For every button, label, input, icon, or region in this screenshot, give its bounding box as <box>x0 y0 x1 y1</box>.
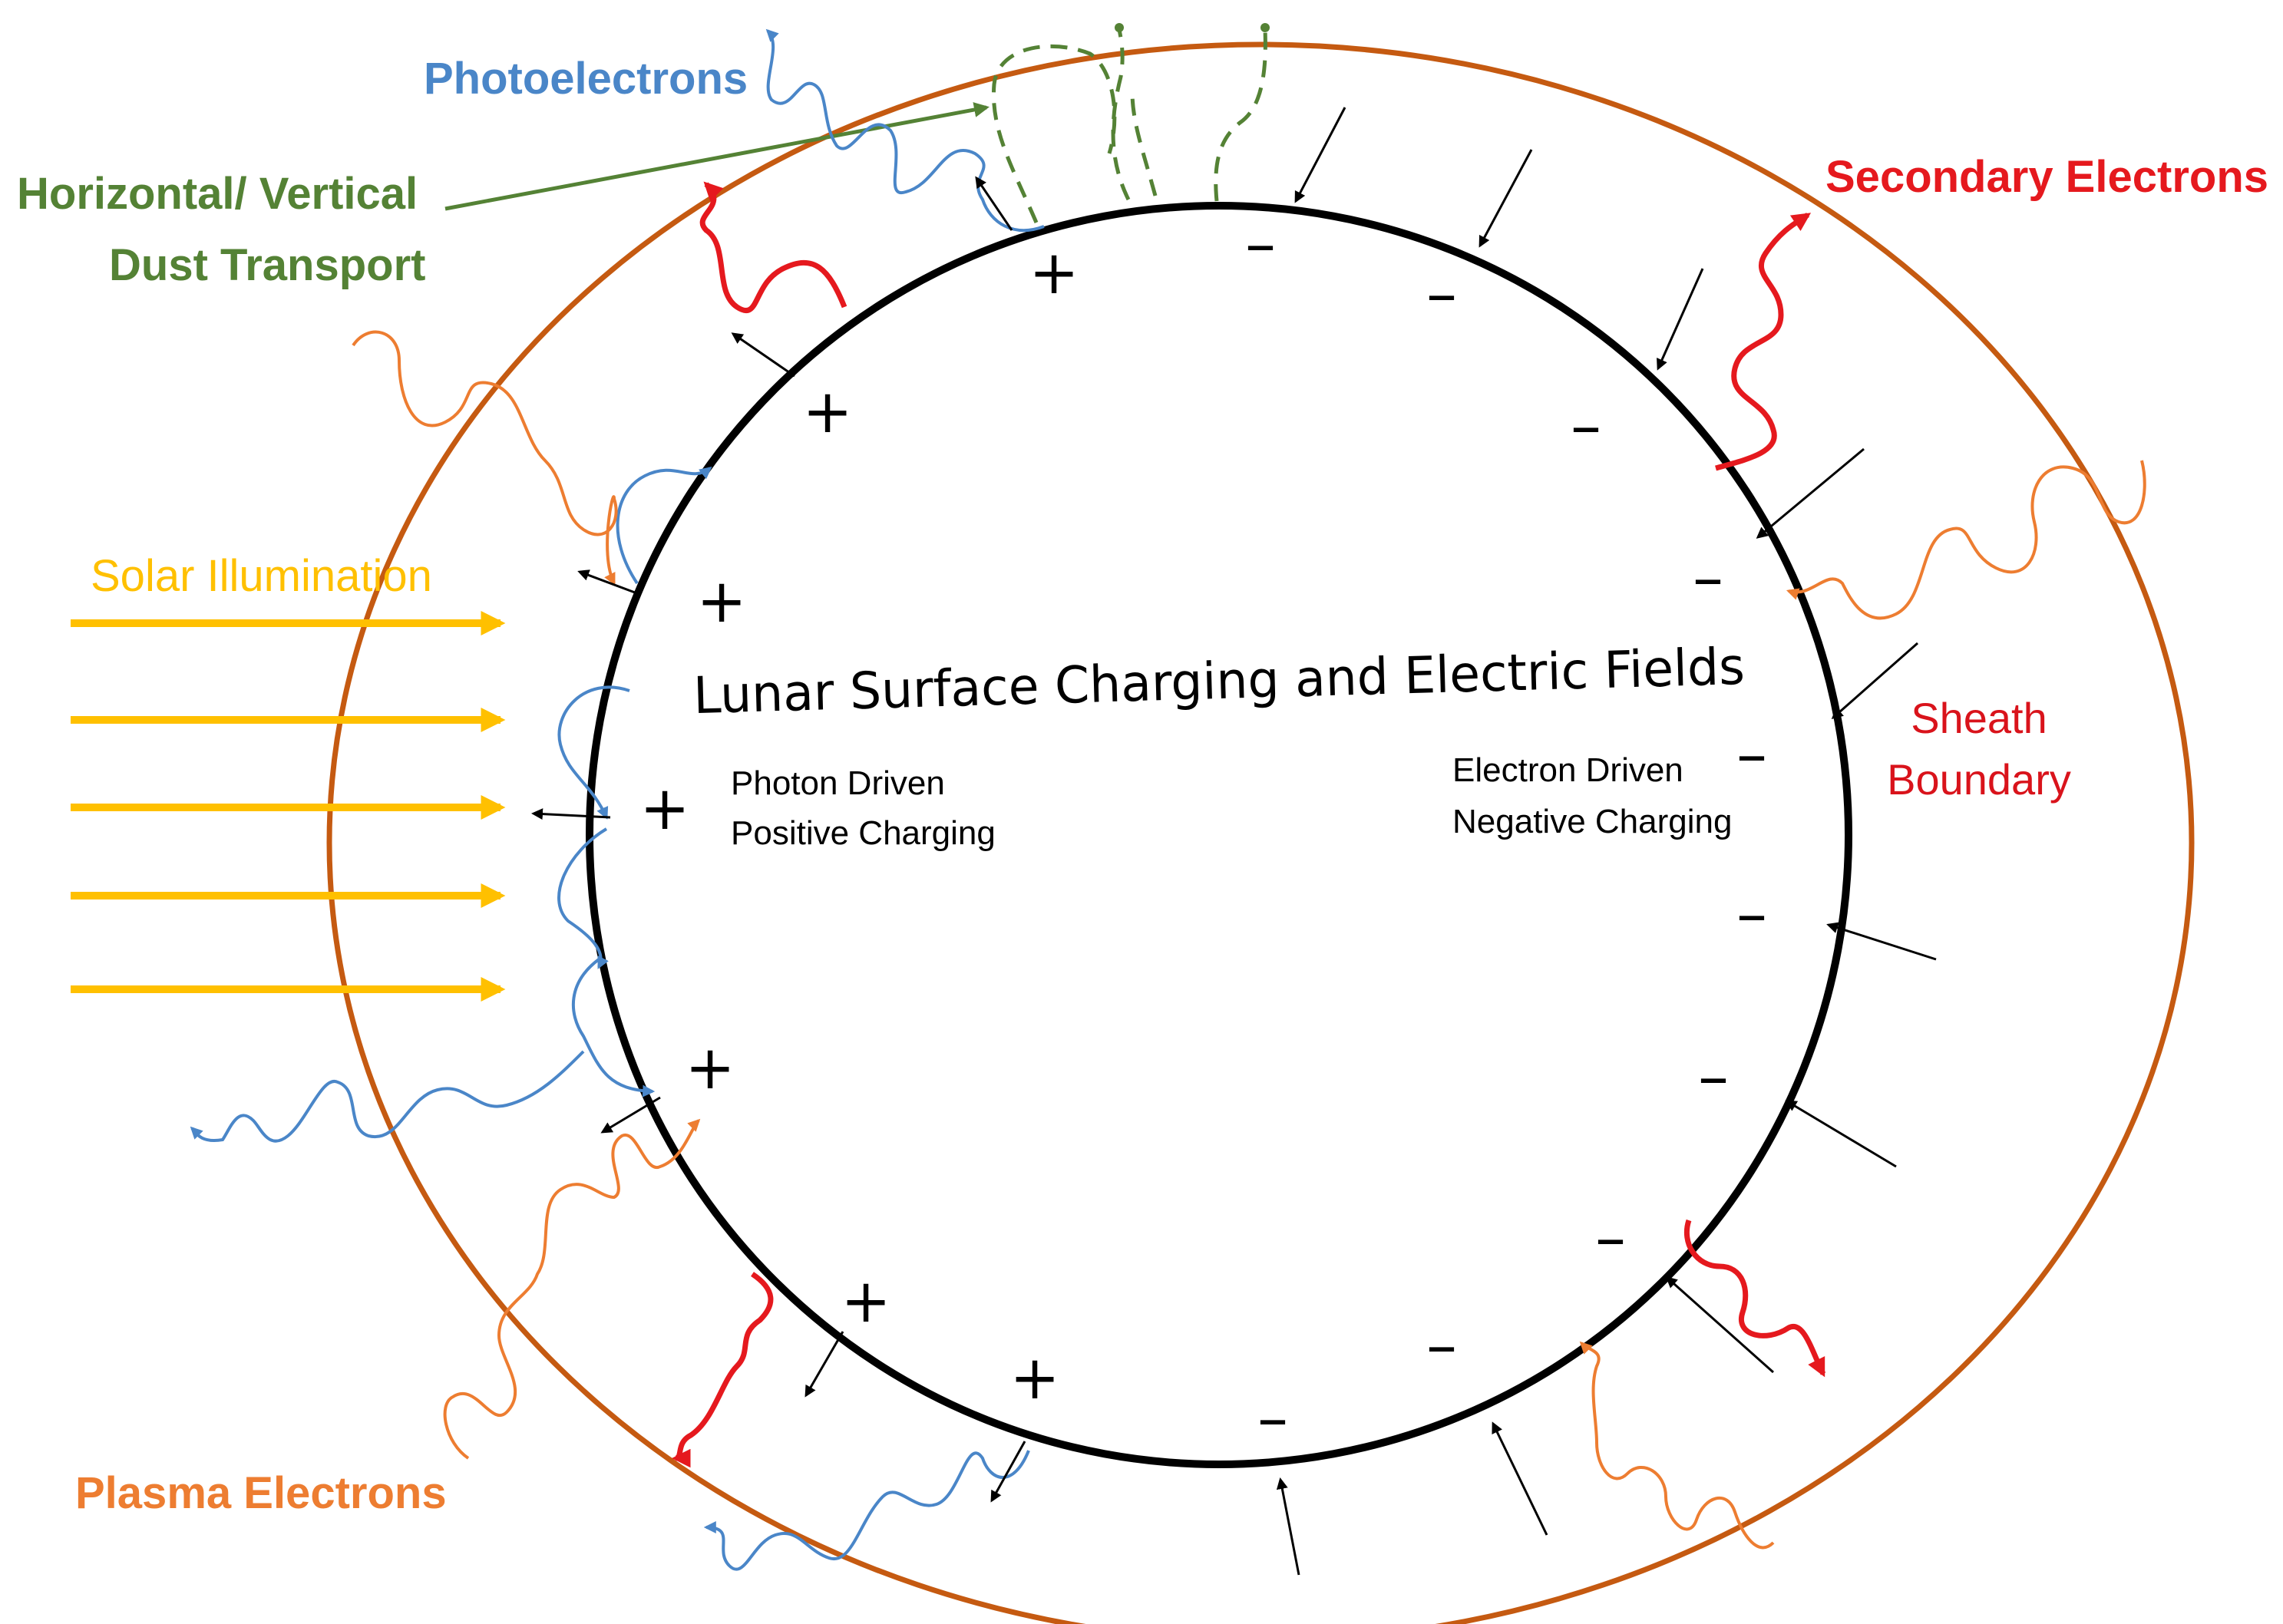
lunar-surface <box>586 202 1852 1468</box>
photon-driven-label-line1: Photon Driven <box>731 764 945 802</box>
minus-sign: – <box>1426 258 1457 329</box>
plus-sign: + <box>802 378 852 447</box>
secondary-electron-paths <box>672 181 1826 1468</box>
minus-sign: – <box>1693 542 1723 613</box>
dust-pointer-line <box>444 102 990 211</box>
plasma-electrons-label: Plasma Electrons <box>75 1468 447 1518</box>
minus-sign: – <box>1571 390 1601 461</box>
plus-sign: + <box>696 567 746 636</box>
sheath-boundary-label-line1: Sheath <box>1911 694 2047 742</box>
solar-illumination-label: Solar Illumination <box>91 551 432 601</box>
electron-driven-label-line1: Electron Driven <box>1452 751 1683 789</box>
solar-illumination-arrows <box>71 610 506 1002</box>
minus-sign: – <box>1595 1202 1626 1273</box>
minus-sign: – <box>1426 1309 1457 1381</box>
minus-sign: – <box>1736 718 1767 790</box>
minus-sign: – <box>1698 1041 1729 1112</box>
positive-charges: + + + + + + + <box>639 239 1079 1413</box>
minus-sign: – <box>1257 1382 1288 1454</box>
plus-sign: + <box>639 774 689 843</box>
electric-field-arrows <box>531 107 1937 1576</box>
negative-charges: – – – – – – – – – – <box>1245 208 1767 1454</box>
minus-sign: – <box>1245 208 1276 279</box>
dust-transport-paths <box>991 28 1267 223</box>
dust-transport-label-line1: Horizontal/ Vertical <box>17 169 418 219</box>
plus-sign: + <box>1029 239 1079 308</box>
photon-driven-label-line2: Positive Charging <box>731 814 996 852</box>
minus-sign: – <box>1736 878 1767 949</box>
plus-sign: + <box>685 1034 735 1103</box>
dust-transport-dots <box>1115 23 1270 32</box>
sheath-boundary-label-line2: Boundary <box>1887 755 2071 804</box>
electron-driven-label-line2: Negative Charging <box>1452 803 1732 840</box>
secondary-electrons-label: Secondary Electrons <box>1825 152 2268 202</box>
dust-transport-label-line2: Dust Transport <box>109 240 426 290</box>
diagram-title: Lunar Surface Charging and Electric Fiel… <box>692 637 1746 725</box>
plus-sign: + <box>841 1267 890 1336</box>
photoelectrons-label: Photoelectrons <box>424 54 748 104</box>
plasma-electron-paths <box>352 330 2146 1550</box>
plus-sign: + <box>1009 1344 1059 1413</box>
sheath-boundary <box>326 41 2195 1624</box>
